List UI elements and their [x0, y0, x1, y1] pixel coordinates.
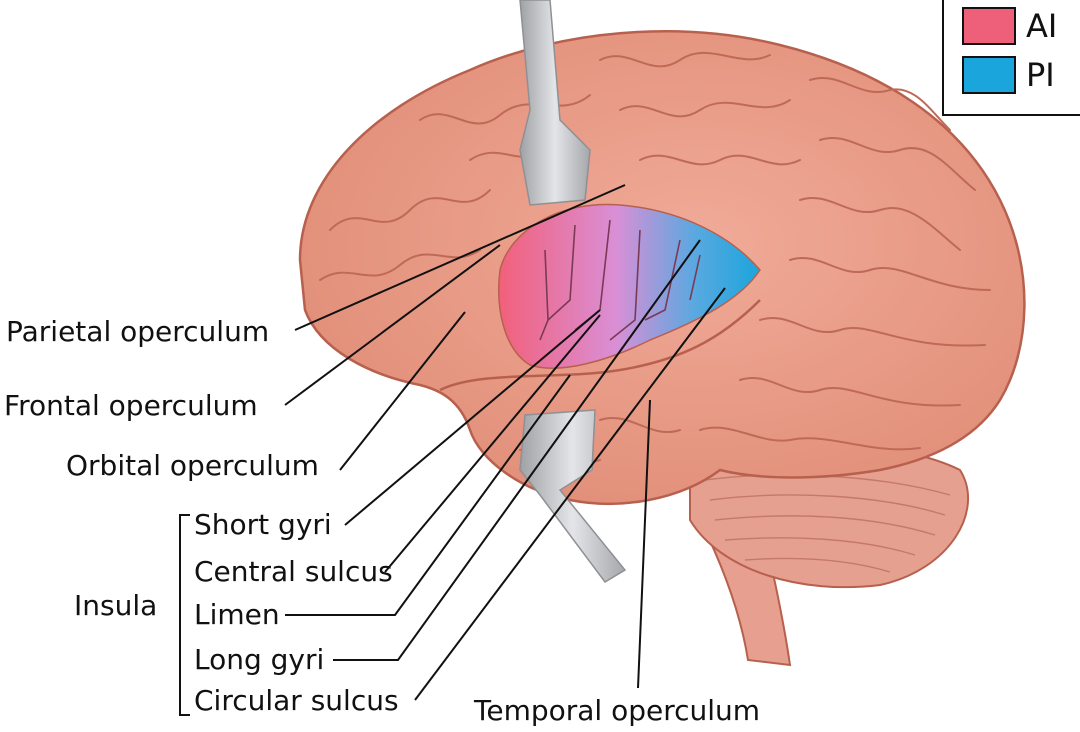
label-temporal-operculum: Temporal operculum: [474, 694, 761, 727]
gyri-lines: [319, 51, 991, 463]
legend-label-pi: PI: [1026, 56, 1055, 94]
label-limen: Limen: [194, 598, 280, 631]
insula-bracket: [179, 514, 190, 716]
label-frontal-operculum: Frontal operculum: [4, 389, 258, 422]
label-orbital-operculum: Orbital operculum: [66, 449, 319, 482]
label-circular-sulcus: Circular sulcus: [194, 684, 399, 717]
leader-temporal: [637, 399, 651, 689]
legend-label-ai: AI: [1026, 7, 1058, 45]
insula-region: [498, 203, 761, 369]
legend-swatch-pi: [962, 56, 1016, 94]
leader-frontal: [284, 244, 501, 406]
legend: AI PI: [942, 0, 1080, 116]
label-insula: Insula: [74, 589, 158, 622]
leader-limen: [285, 374, 571, 616]
leader-circular-sulcus: [414, 287, 726, 701]
legend-swatch-ai: [962, 7, 1016, 45]
leader-short-gyri: [344, 309, 601, 526]
leader-lines: [179, 184, 726, 716]
label-long-gyri: Long gyri: [194, 643, 325, 676]
leader-orbital: [339, 311, 466, 471]
leader-central-sulcus: [384, 314, 601, 573]
leader-long-gyri: [333, 239, 701, 661]
upper-retractor: [519, 0, 591, 206]
label-central-sulcus: Central sulcus: [194, 555, 393, 588]
leader-parietal: [294, 184, 626, 331]
label-parietal-operculum: Parietal operculum: [6, 315, 270, 348]
label-short-gyri: Short gyri: [194, 508, 332, 541]
temporal-lobe-edge: [439, 299, 761, 392]
watermark: 搜狐号@领蔚生物: [897, 697, 1058, 719]
